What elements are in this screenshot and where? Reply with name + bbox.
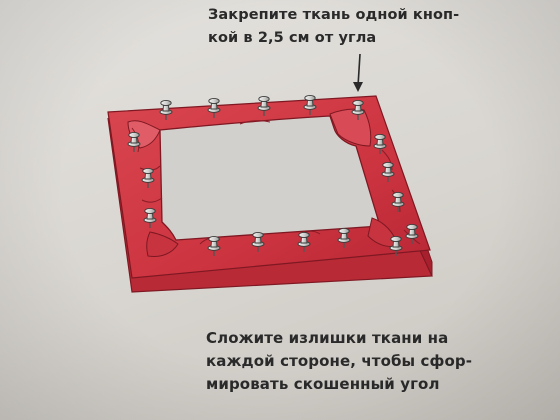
caption-bottom-line-1: Сложите излишки ткани на (206, 329, 449, 347)
push-pin-icon (391, 191, 405, 212)
push-pin-icon (405, 223, 419, 244)
frame-opening (159, 115, 381, 241)
caption-top-line-1: Закрепите ткань одной кноп- (208, 7, 460, 23)
push-pin-icon (207, 97, 221, 118)
push-pin-icon (297, 231, 311, 252)
push-pin-icon (303, 94, 317, 115)
push-pin-icon (351, 99, 365, 120)
push-pin-icon (389, 235, 403, 256)
push-pin-icon (251, 231, 265, 252)
pins-group (127, 94, 419, 256)
caption-top-line-2: кой в 2,5 см от угла (208, 30, 377, 46)
caption-top: Закрепите ткань одной кноп- кой в 2,5 см… (208, 4, 459, 50)
push-pin-icon (207, 235, 221, 256)
push-pin-icon (159, 99, 173, 120)
caption-bottom-line-3: мировать скошенный угол (206, 375, 440, 393)
push-pin-icon (373, 133, 387, 154)
fold-top-right (329, 108, 372, 147)
push-pin-icon (381, 161, 395, 182)
push-pin-icon (143, 207, 157, 228)
push-pin-icon (257, 95, 271, 116)
fold-bottom-left (146, 231, 179, 257)
push-pin-icon (141, 167, 155, 188)
push-pin-icon (337, 227, 351, 248)
push-pin-icon (127, 131, 141, 152)
caption-bottom: Сложите излишки ткани на каждой стороне,… (206, 327, 472, 396)
caption-bottom-line-2: каждой стороне, чтобы сфор- (206, 352, 473, 370)
